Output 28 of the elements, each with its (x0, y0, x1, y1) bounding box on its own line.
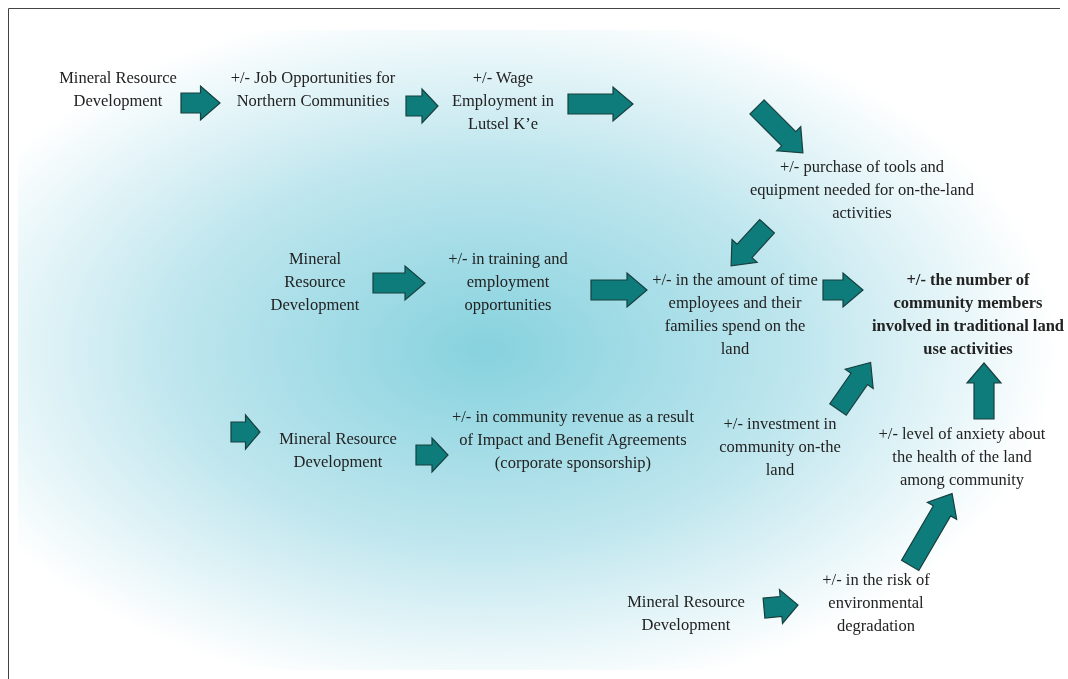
block-arrow (762, 588, 799, 625)
block-arrow (965, 362, 1003, 420)
factor-text: +/- Job Opportunities for Northern Communities (223, 66, 403, 112)
factor-text: +/- in community revenue as a result of Impact and Benefit Agreements (corporate sponsorship) (451, 405, 695, 474)
block-arrow (822, 271, 864, 309)
factor-text: +/- purchase of tools and equipment needed for on-the-land activities (744, 155, 980, 224)
factor-text: Mineral Resource Development (260, 247, 370, 316)
factor-text: Mineral Resource Development (611, 590, 761, 636)
block-arrow (230, 413, 261, 451)
factor-text: +/- level of anxiety about the health of the land among community (877, 422, 1047, 491)
factor-text: +/- in the amount of time employees and their families spend on the land (650, 268, 820, 360)
block-arrow (900, 492, 958, 572)
block-arrow (749, 99, 804, 154)
block-arrow (590, 271, 648, 309)
block-arrow (372, 264, 426, 302)
block-arrow (828, 361, 874, 417)
block-arrow (405, 87, 439, 125)
block-arrow (567, 85, 634, 123)
outcome-text: +/- the number of community members involved in traditional land use activities (866, 268, 1068, 360)
factor-text: +/- investment in community on-the land (715, 412, 845, 481)
factor-text: +/- in training and employment opportunities (428, 247, 588, 316)
block-arrow (180, 84, 221, 122)
factor-text: Mineral Resource Development (263, 427, 413, 473)
block-arrow (415, 436, 449, 474)
factor-text: +/- Wage Employment in Lutsel K’e (441, 66, 565, 135)
factor-text: Mineral Resource Development (58, 66, 178, 112)
factor-text: +/- in the risk of environmental degradation (801, 568, 951, 637)
block-arrow (730, 218, 776, 267)
